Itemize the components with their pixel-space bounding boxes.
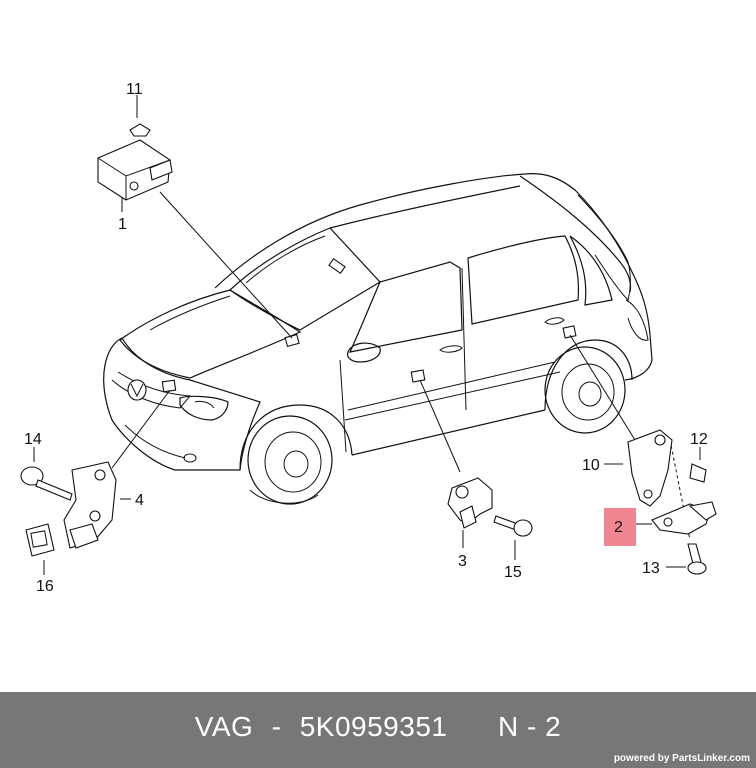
separator: - (271, 711, 282, 742)
callout-16: 16 (36, 578, 54, 595)
callout-13: 13 (642, 560, 660, 577)
part-4-front-sensor (20, 461, 117, 557)
part-2-rear-sensor (627, 429, 717, 575)
brand-label: VAG (194, 711, 254, 742)
callout-1: 1 (118, 216, 127, 233)
callout-10: 10 (582, 457, 600, 474)
callout-11: 11 (126, 81, 143, 98)
part-title: VAG - 5K0959351 N - 2 (0, 711, 756, 743)
part-3-side-sensor (447, 477, 533, 537)
callout-labels: 11 1 14 4 16 3 15 10 12 2 13 (24, 81, 708, 595)
powered-by-credit[interactable]: powered by PartsLinker.com (613, 753, 750, 764)
parts-diagram: 11 1 14 4 16 3 15 10 12 2 13 (20, 81, 717, 595)
highlight-callout-2 (604, 508, 636, 546)
callout-14: 14 (24, 431, 42, 448)
callout-12: 12 (690, 431, 708, 448)
callout-4: 4 (135, 492, 144, 509)
callout-2: 2 (614, 519, 623, 536)
callout-3: 3 (458, 553, 467, 570)
position-label: N - 2 (498, 711, 562, 742)
part-footer-bar: VAG - 5K0959351 N - 2 powered by PartsLi… (0, 692, 756, 768)
part-1-module (97, 123, 173, 201)
part-number: 5K0959351 (299, 711, 448, 742)
car-illustration (103, 173, 653, 505)
callout-15: 15 (504, 564, 522, 581)
leader-lines (33, 95, 701, 575)
